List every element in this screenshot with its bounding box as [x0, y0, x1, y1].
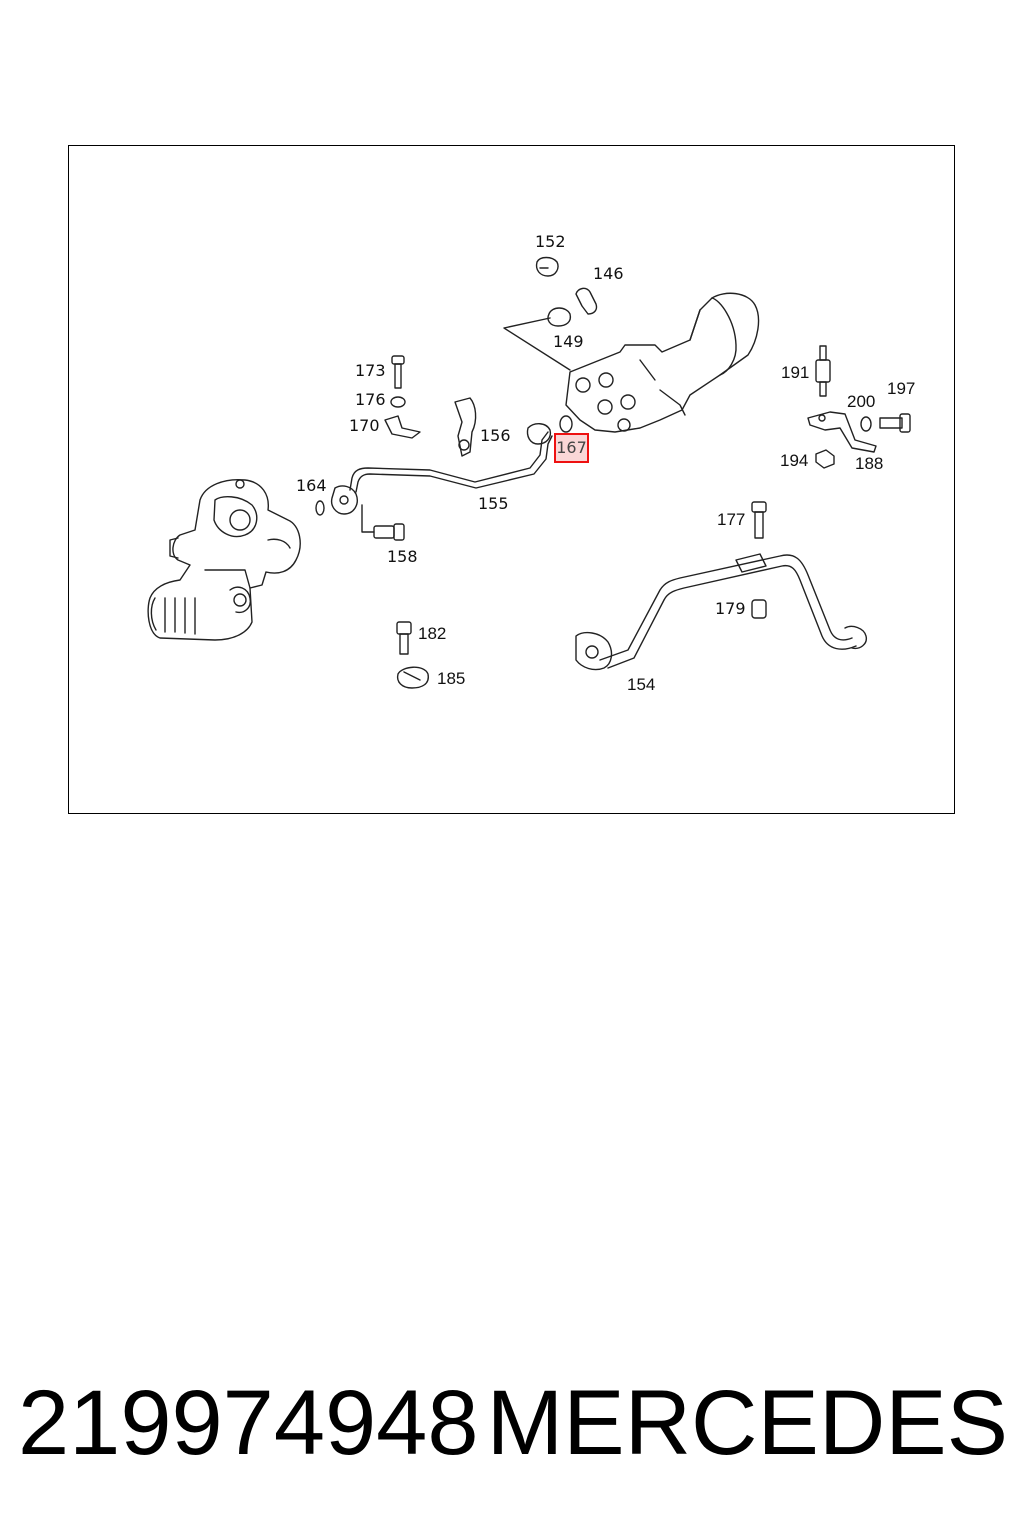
- washer-164: [315, 500, 325, 516]
- washer-176: [390, 396, 406, 408]
- label-191: 191: [781, 363, 810, 382]
- bolt-158: [361, 504, 405, 541]
- steering-gearbox: [147, 478, 301, 641]
- label-177: 177: [717, 510, 746, 529]
- label-154: 154: [627, 675, 656, 694]
- bolt-182: [396, 621, 412, 655]
- label-182: 182: [418, 624, 447, 643]
- bolt-197: [879, 413, 911, 433]
- stud-191: [815, 345, 831, 397]
- parts-diagram: [147, 256, 911, 689]
- brand-name: MERCEDES: [486, 1371, 1008, 1474]
- power-steering-pump: [565, 292, 760, 433]
- label-179: 179: [715, 599, 746, 618]
- label-167: 167: [556, 438, 587, 457]
- clamp-149: [503, 307, 572, 371]
- label-194: 194: [780, 451, 809, 470]
- pipe-155: [330, 423, 553, 515]
- label-173: 173: [355, 361, 386, 380]
- label-156: 156: [480, 426, 511, 445]
- bushing-179: [751, 599, 767, 619]
- label-200: 200: [847, 392, 876, 411]
- bolt-173: [391, 355, 405, 389]
- label-146: 146: [593, 264, 624, 283]
- label-164: 164: [296, 476, 327, 495]
- washer-200: [860, 416, 872, 432]
- diagram-frame: [68, 145, 955, 814]
- seal-ring-167: [559, 415, 573, 433]
- clamp-152: [535, 256, 559, 277]
- footer: 219974948 MERCEDES: [18, 1368, 1008, 1478]
- label-155: 155: [478, 494, 509, 513]
- label-170: 170: [349, 416, 380, 435]
- label-188: 188: [855, 454, 884, 473]
- part-number: 219974948: [18, 1371, 479, 1474]
- pipe-154: [575, 553, 867, 671]
- label-176: 176: [355, 390, 386, 409]
- bracket-170: [384, 415, 421, 439]
- holder-156: [454, 397, 477, 457]
- label-152: 152: [535, 232, 566, 251]
- label-185: 185: [437, 669, 466, 688]
- bracket-188: [807, 411, 877, 453]
- label-197: 197: [887, 379, 916, 398]
- label-158: 158: [387, 547, 418, 566]
- hose-146: [575, 287, 598, 315]
- highlight-167[interactable]: 167: [554, 433, 589, 463]
- label-149: 149: [553, 332, 584, 351]
- bolt-177: [751, 501, 767, 539]
- clip-185: [396, 666, 429, 689]
- nut-194: [815, 449, 835, 469]
